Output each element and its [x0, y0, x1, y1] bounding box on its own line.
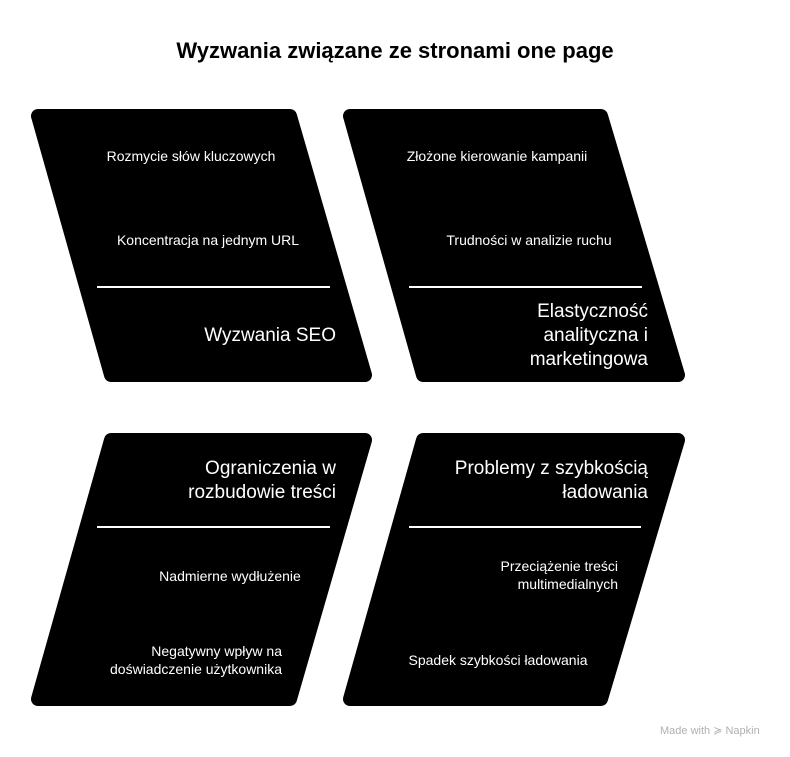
card-heading: Elastyczność analityczna i marketingowa — [530, 300, 648, 372]
heading-line: Ograniczenia w — [205, 458, 336, 479]
napkin-watermark: Made with ≽ Napkin — [660, 725, 760, 737]
item-line: Przeciążenie treści — [500, 558, 619, 574]
card-item: Trudności w analizie ruchu — [446, 232, 612, 248]
card-item: Przeciążenie treści multimedialnych — [501, 557, 619, 593]
heading-line: Elastyczność — [537, 301, 648, 322]
card-seo-shape — [31, 109, 372, 382]
heading-line: analityczna i — [543, 325, 648, 346]
card-item: Spadek szybkości ładowania — [408, 652, 588, 668]
card-item: Koncentracja na jednym URL — [116, 232, 300, 248]
item-line: Negatywny wpływ na — [151, 643, 282, 659]
card-item: Negatywny wpływ na doświadczenie użytkow… — [110, 642, 282, 678]
page-title: Wyzwania związane ze stronami one page — [176, 38, 614, 63]
card-item: Złożone kierowanie kampanii — [406, 148, 588, 164]
heading-line: ładowania — [562, 482, 648, 503]
heading-line: rozbudowie treści — [188, 482, 336, 503]
item-line: doświadczenie użytkownika — [110, 661, 282, 677]
heading-line: Problemy z szybkością — [454, 458, 648, 479]
card-item: Nadmierne wydłużenie — [159, 568, 301, 584]
card-speed-shape — [343, 433, 685, 706]
card-heading: Problemy z szybkością ładowania — [455, 457, 648, 505]
card-item: Rozmycie słów kluczowych — [106, 148, 276, 164]
heading-line: marketingowa — [529, 349, 648, 370]
card-content-shape — [31, 433, 372, 706]
item-line: multimedialnych — [517, 576, 618, 592]
card-analytics-shape — [343, 109, 685, 382]
card-heading: Ograniczenia w rozbudowie treści — [188, 457, 336, 505]
card-heading: Wyzwania SEO — [204, 325, 336, 346]
